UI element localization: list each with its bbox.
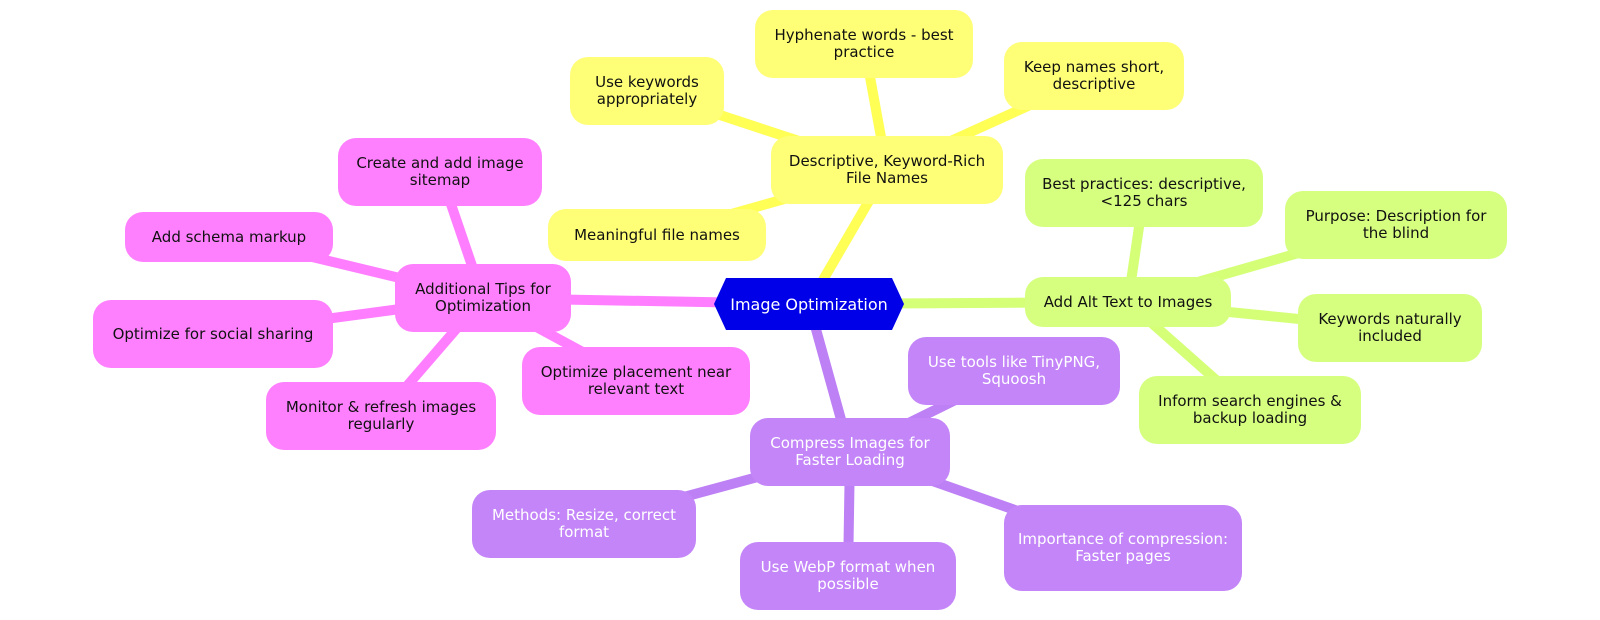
root-node-label: Image Optimization: [730, 294, 888, 314]
leaf-node-purpose: Purpose: Description for the blind: [1285, 191, 1507, 259]
leaf-node-label: Importance of compression: Faster pages: [1017, 530, 1229, 565]
leaf-node-keywords-included: Keywords naturally included: [1298, 294, 1482, 362]
leaf-node-image-sitemap: Create and add image sitemap: [338, 138, 542, 206]
root-node: Image Optimization: [714, 278, 904, 330]
leaf-node-label: Optimize placement near relevant text: [540, 363, 732, 398]
leaf-node-label: Monitor & refresh images regularly: [285, 398, 477, 433]
leaf-node-label: Best practices: descriptive, <125 chars: [1042, 175, 1246, 210]
leaf-node-importance-of-compression: Importance of compression: Faster pages: [1004, 505, 1242, 591]
leaf-node-label: Add schema markup: [151, 227, 307, 246]
branch-node-file-names: Descriptive, Keyword-Rich File Names: [771, 136, 1003, 204]
branch-node-label: Additional Tips for Optimization: [415, 280, 551, 315]
leaf-node-monitor-refresh: Monitor & refresh images regularly: [266, 382, 496, 450]
branch-node-compress-images: Compress Images for Faster Loading: [750, 418, 950, 486]
leaf-node-use-webp: Use WebP format when possible: [740, 542, 956, 610]
leaf-node-label: Hyphenate words - best practice: [774, 26, 954, 61]
leaf-node-hyphenate-words: Hyphenate words - best practice: [755, 10, 973, 78]
leaf-node-label: Create and add image sitemap: [356, 154, 524, 189]
leaf-node-label: Use keywords appropriately: [595, 73, 699, 108]
branch-node-alt-text: Add Alt Text to Images: [1025, 277, 1231, 327]
leaf-node-social-sharing: Optimize for social sharing: [93, 300, 333, 368]
leaf-node-inform-search-engines: Inform search engines & backup loading: [1139, 376, 1361, 444]
branch-node-additional-tips: Additional Tips for Optimization: [395, 264, 571, 332]
leaf-node-label: Use tools like TinyPNG, Squoosh: [927, 353, 1101, 388]
branch-node-label: Compress Images for Faster Loading: [770, 434, 930, 469]
leaf-node-label: Purpose: Description for the blind: [1305, 207, 1487, 242]
leaf-node-keep-names-short: Keep names short, descriptive: [1004, 42, 1184, 110]
leaf-node-schema-markup: Add schema markup: [125, 212, 333, 262]
leaf-node-optimize-placement: Optimize placement near relevant text: [522, 347, 750, 415]
leaf-node-methods: Methods: Resize, correct format: [472, 490, 696, 558]
leaf-node-label: Keywords naturally included: [1318, 310, 1462, 345]
branch-node-label: Descriptive, Keyword-Rich File Names: [788, 152, 986, 187]
leaf-node-use-tools: Use tools like TinyPNG, Squoosh: [908, 337, 1120, 405]
leaf-node-meaningful-file-names: Meaningful file names: [548, 209, 766, 261]
branch-node-label: Add Alt Text to Images: [1043, 292, 1213, 311]
leaf-node-best-practices: Best practices: descriptive, <125 chars: [1025, 159, 1263, 227]
leaf-node-label: Keep names short, descriptive: [1023, 58, 1165, 93]
leaf-node-label: Meaningful file names: [574, 225, 740, 244]
leaf-node-label: Use WebP format when possible: [760, 558, 936, 593]
leaf-node-use-keywords: Use keywords appropriately: [570, 57, 724, 125]
leaf-node-label: Methods: Resize, correct format: [491, 506, 676, 541]
leaf-node-label: Optimize for social sharing: [112, 324, 314, 343]
leaf-node-label: Inform search engines & backup loading: [1158, 392, 1342, 427]
